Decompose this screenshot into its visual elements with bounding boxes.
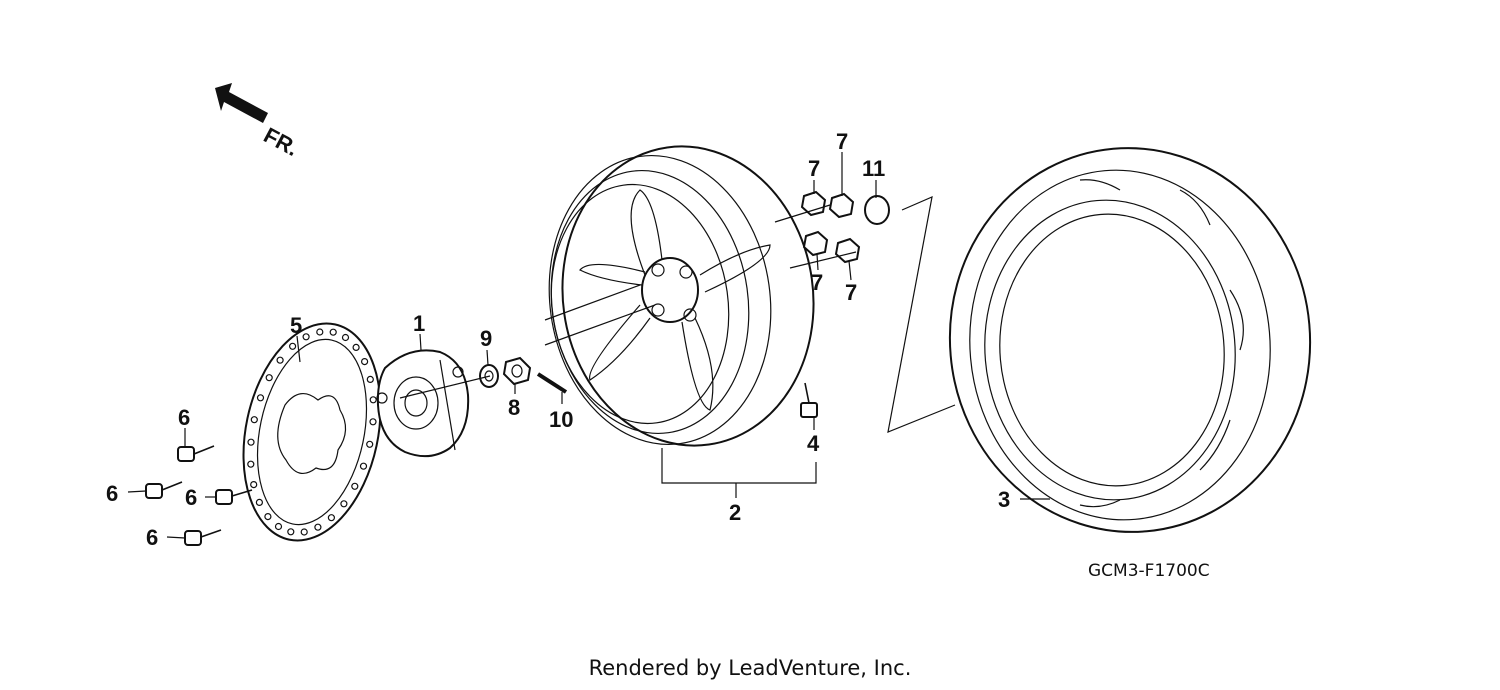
disk-hole [329,328,337,336]
callout-wheel: 2 [729,500,741,525]
disk-hole [289,342,297,350]
callout-pin: 10 [549,407,573,432]
cotter-pin [536,372,568,394]
disk-hole [352,343,360,351]
callout-bolt: 6 [146,525,158,550]
diagram-code: GCM3-F1700C [1088,561,1210,581]
callout-bolt: 6 [106,481,118,506]
disk-hole [255,498,263,506]
wheel-rim [548,145,815,447]
callout-nut: 7 [845,280,857,305]
disk-hole [250,481,258,489]
callout-hub: 1 [413,311,425,336]
callout-tire: 3 [998,487,1010,512]
callout-bolt: 6 [178,405,190,430]
callout-bolt: 6 [185,485,197,510]
balance-weight [864,195,890,225]
disk-bolt [177,445,215,462]
disk-hole [314,523,322,531]
callout-nut: 7 [808,156,820,181]
disk-hole [316,328,324,336]
disk-hole [369,396,377,404]
leader-lines [127,152,1050,539]
callout-locknut: 8 [508,395,520,420]
disk-hole [276,356,284,364]
disk-hole [302,333,310,341]
wheel-nut [800,190,827,217]
wheel-nut [834,237,861,264]
disk-hole [351,482,359,490]
callout-valve: 4 [807,431,820,456]
disk-hole [369,418,377,426]
disk-hole [300,528,308,536]
disk-hole [247,460,255,468]
disk-hole [340,500,348,508]
wheel-nut [802,230,829,257]
disk-hole [247,438,255,446]
direction-label: FR. [260,122,303,161]
locknut [502,356,532,386]
disk-bolt [145,481,183,499]
disk-hole [359,462,368,470]
front-direction-arrow-icon [215,83,268,123]
disk-hole [366,440,374,448]
disk-hole [287,528,295,536]
disk-hole [361,358,369,366]
callout-weight: 11 [862,156,885,181]
tire [948,147,1312,533]
disk-hole [265,374,273,382]
disk-hole [327,514,335,522]
wheel-hub [376,349,470,458]
callout-disk: 5 [290,313,302,338]
disk-bolt [215,489,253,505]
callout-washer: 9 [480,326,492,351]
disk-hole [250,416,258,424]
disk-hole [274,522,283,531]
brake-disk [242,322,382,542]
disk-hole [366,375,374,383]
disk-hole [264,512,272,521]
disk-hole [256,394,265,402]
disk-hole [341,333,350,342]
callout-nut: 7 [811,270,823,295]
wheel-nut [828,192,855,219]
valve-stem [800,382,818,418]
disk-bolt [184,529,222,546]
callout-nut: 7 [836,129,848,154]
footer-credit: Rendered by LeadVenture, Inc. [588,656,912,680]
